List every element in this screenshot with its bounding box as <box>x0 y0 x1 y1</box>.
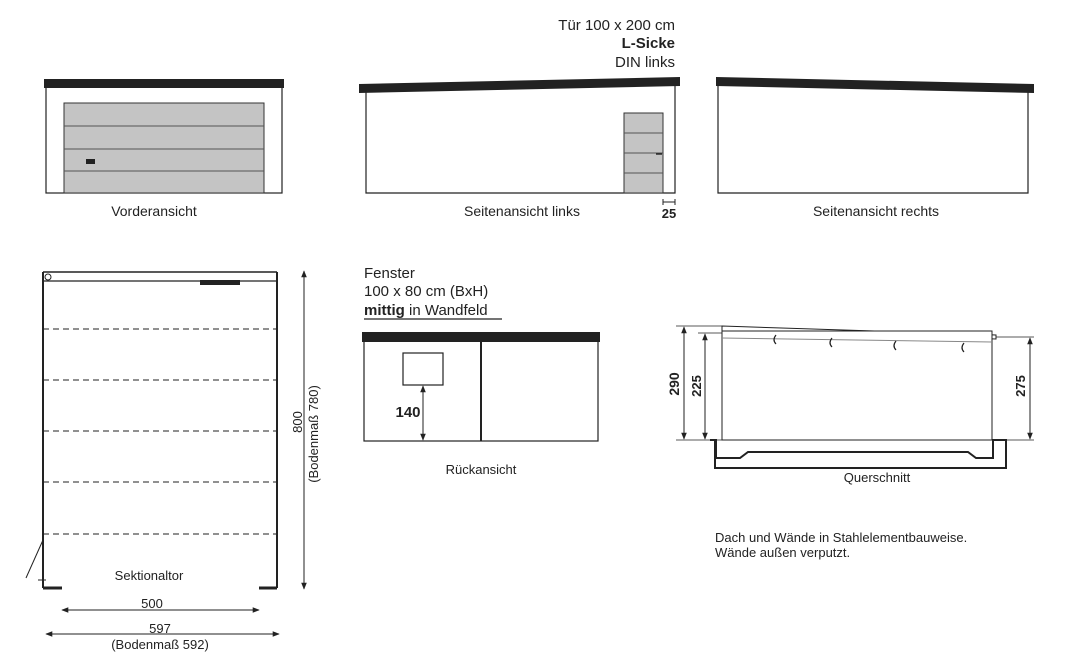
window-note-line3: mittig in Wandfeld <box>364 302 488 319</box>
door-note-line3: DIN links <box>615 54 675 71</box>
plan-downpipe <box>44 273 52 281</box>
dim-275: 275 <box>1013 375 1028 397</box>
floor-plan <box>25 270 307 637</box>
construction-note-line2: Wände außen verputzt. <box>715 545 850 560</box>
cross-section <box>676 325 1034 469</box>
construction-note-line1: Dach und Wände in Stahlelementbauweise. <box>715 530 967 545</box>
window-note-line1: Fenster <box>364 265 415 282</box>
label-side-left: Seitenansicht links <box>464 203 580 219</box>
dim-window-height: 140 <box>395 404 420 421</box>
garage-gate <box>63 102 265 194</box>
dim-plan-length: 800 <box>290 411 305 433</box>
plan-door <box>200 280 240 285</box>
label-rear-view: Rückansicht <box>446 462 517 477</box>
side-view-left <box>359 77 680 194</box>
door-note-line2: L-Sicke <box>622 35 675 52</box>
window-note-rest: in Wandfeld <box>405 302 488 319</box>
dim-gate-width: 500 <box>141 596 163 611</box>
window-note-bold: mittig <box>364 302 405 319</box>
rear-window <box>402 352 444 386</box>
dim-plan-width: 597 <box>149 621 171 636</box>
gate-handle <box>86 159 95 164</box>
foundation <box>710 439 1007 469</box>
dim-plan-width-floor: (Bodenmaß 592) <box>111 637 209 652</box>
label-gate-type: Sektionaltor <box>115 568 184 583</box>
side-view-right <box>716 77 1034 194</box>
label-side-right: Seitenansicht rechts <box>813 203 939 219</box>
dim-plan-length-floor: (Bodenmaß 780) <box>306 385 321 483</box>
dim-door-offset: 25 <box>662 206 676 221</box>
label-front-view: Vorderansicht <box>111 203 197 219</box>
door-note-line1: Tür 100 x 200 cm <box>558 17 675 34</box>
front-view <box>44 79 284 194</box>
rear-view <box>362 332 600 442</box>
label-cross-section: Querschnitt <box>844 470 911 485</box>
window-note-line2: 100 x 80 cm (BxH) <box>364 283 488 300</box>
dim-225: 225 <box>689 375 704 397</box>
dim-290: 290 <box>666 372 682 396</box>
